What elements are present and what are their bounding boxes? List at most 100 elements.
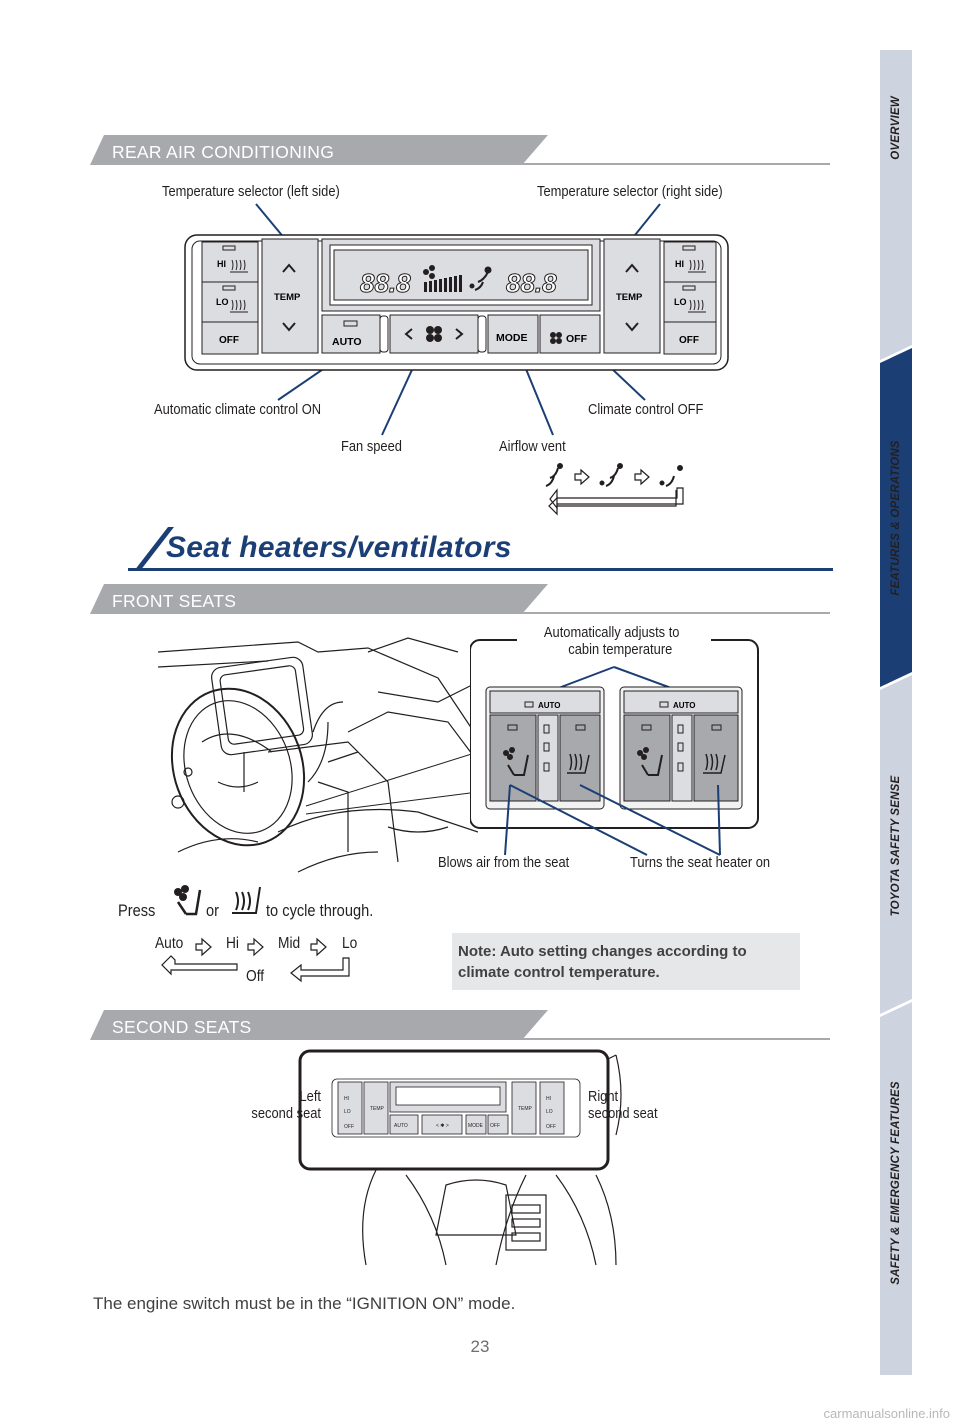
right-seat-hi-button[interactable]: HI	[663, 241, 717, 283]
left-front-seat-panel: AUTO	[485, 686, 605, 810]
auto-button[interactable]: AUTO	[321, 314, 381, 354]
tab-features-bg	[880, 348, 912, 687]
watermark: carmanualsonline.info	[823, 1406, 950, 1421]
seat-fan-icon	[503, 747, 515, 760]
tab-toyota-safety-sense[interactable]: TOYOTA SAFETY SENSE	[890, 775, 902, 917]
svg-text:< ✱ >: < ✱ >	[436, 1123, 449, 1129]
divider	[477, 315, 487, 353]
tab-safety-sense-bg	[880, 675, 912, 1014]
svg-text:TEMP: TEMP	[616, 292, 643, 303]
front-seats-header: FRONT SEATS	[112, 591, 237, 611]
arrow-right-icon	[195, 937, 212, 957]
fan-off-button[interactable]: OFF	[539, 314, 601, 354]
callout-temp-left: Temperature selector (left side)	[162, 183, 340, 200]
front-right-auto-button[interactable]: AUTO	[659, 701, 696, 710]
airflow-mode-icon	[469, 266, 492, 291]
svg-text:LO: LO	[546, 1109, 553, 1115]
front-right-heater-button[interactable]	[693, 714, 739, 802]
callout-fan-speed: Fan speed	[341, 438, 402, 455]
cycle-hi: Hi	[226, 935, 239, 952]
page-number: 23	[470, 1337, 490, 1356]
right-temp-selector[interactable]: TEMP	[603, 238, 661, 354]
callout-airflow-vent: Airflow vent	[499, 438, 566, 455]
side-nav-background	[880, 50, 912, 1375]
svg-text:LO: LO	[674, 297, 687, 307]
airflow-cycle-diagram	[545, 463, 684, 516]
svg-text:OFF: OFF	[490, 1123, 500, 1129]
callout-turns-heater: Turns the seat heater on	[630, 854, 771, 871]
seat-title-graphic	[128, 527, 833, 571]
svg-text:TEMP: TEMP	[518, 1106, 533, 1112]
cycle-off: Off	[246, 968, 265, 985]
callout-right-second-seat: Right second seat	[588, 1088, 658, 1122]
arrow-right-icon	[310, 937, 327, 957]
callout-auto-adjust: Automatically adjusts to cabin temperatu…	[543, 624, 680, 658]
fan-icon	[550, 332, 562, 344]
seat-heater-icon	[230, 299, 248, 313]
cycle-auto: Auto	[155, 935, 184, 952]
tab-overview[interactable]: OVERVIEW	[890, 96, 902, 160]
right-seat-off-button[interactable]: OFF	[663, 321, 717, 355]
seat-heater-icon	[567, 753, 590, 774]
second-seats-header-bar	[90, 1010, 548, 1040]
left-seat-hi-button[interactable]: HI	[201, 241, 259, 283]
callout-auto-on: Automatic climate control ON	[154, 401, 322, 418]
seat-heater-icon	[230, 259, 248, 273]
rear-ac-panel-diagram: HI LO OFF TEMP 88.8 88.8	[184, 203, 729, 516]
left-seat-off-button[interactable]: OFF	[201, 321, 259, 355]
chevron-right-icon	[455, 328, 464, 340]
svg-text:TEMP: TEMP	[274, 292, 301, 303]
front-left-vent-button[interactable]	[489, 714, 537, 802]
chevron-down-icon	[282, 322, 296, 332]
svg-text:MODE: MODE	[496, 332, 528, 344]
callout-temp-right: Temperature selector (right side)	[537, 183, 723, 200]
pointer-line	[305, 751, 478, 807]
airflow-bilevel-icon	[599, 463, 623, 487]
cycle-arrows	[161, 937, 350, 983]
note-box: Note: Auto setting changes according to …	[452, 933, 800, 990]
front-left-heater-button[interactable]	[559, 714, 601, 802]
airflow-foot-icon	[659, 465, 683, 487]
cycle-lo: Lo	[342, 935, 358, 952]
left-temp-selector[interactable]: TEMP	[261, 238, 319, 354]
seat-heater-icon	[688, 259, 706, 273]
svg-text:HI: HI	[217, 259, 226, 269]
second-seats-rule	[520, 1038, 830, 1040]
svg-text:TEMP: TEMP	[370, 1106, 385, 1112]
tab-safety-emergency[interactable]: SAFETY & EMERGENCY FEATURES	[890, 1081, 902, 1285]
front-right-vent-button[interactable]	[623, 714, 671, 802]
rear-ac-header: REAR AIR CONDITIONING	[112, 142, 335, 162]
svg-text:AUTO: AUTO	[332, 336, 362, 348]
rear-ac-rule	[520, 163, 830, 165]
left-seat-lo-button[interactable]: LO	[201, 281, 259, 323]
front-left-auto-button[interactable]: AUTO	[524, 701, 561, 710]
tab-emergency-bg	[880, 1002, 912, 1375]
svg-text:MODE: MODE	[468, 1123, 484, 1129]
mode-button[interactable]: MODE	[487, 314, 539, 354]
seat-panel-diagram: AUTO AUTO	[470, 633, 759, 856]
tab-features-operations[interactable]: FEATURES & OPERATIONS	[890, 440, 902, 596]
ac-display: 88.8 88.8	[321, 238, 601, 312]
chevron-down-icon	[625, 322, 639, 332]
front-right-level-indicators	[671, 714, 693, 802]
interior-illustration	[158, 637, 478, 873]
svg-text:OFF: OFF	[679, 335, 699, 346]
tab-overview-bg	[880, 50, 912, 360]
callout-climate-off: Climate control OFF	[588, 401, 704, 418]
front-seats-header-bar	[90, 584, 548, 614]
svg-text:HI: HI	[675, 259, 684, 269]
fan-level-icon	[423, 265, 462, 292]
right-seat-lo-button[interactable]: LO	[663, 281, 717, 323]
airflow-face-icon	[545, 463, 563, 487]
front-left-level-indicators	[537, 714, 559, 802]
chevron-up-icon	[282, 263, 296, 273]
fan-speed-button[interactable]	[389, 314, 479, 354]
pointer-line	[305, 791, 478, 815]
callout-left-second-seat: Left second seat	[251, 1088, 321, 1122]
chevron-left-icon	[404, 328, 413, 340]
return-arrow-icon	[549, 487, 684, 510]
chevron-up-icon	[625, 263, 639, 273]
svg-text:HI: HI	[546, 1096, 551, 1102]
seat-heater-icon	[703, 753, 726, 774]
cycle-mid: Mid	[278, 935, 301, 952]
